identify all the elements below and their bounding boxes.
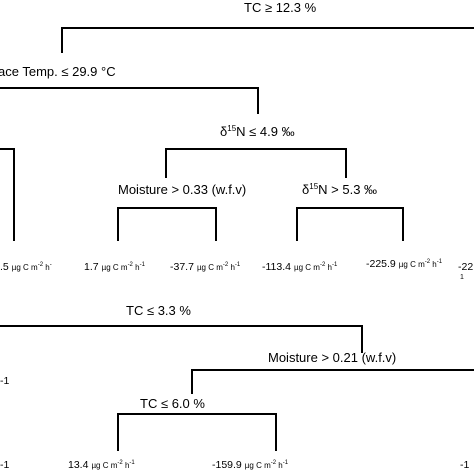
node-d15n-53: δ15N > 5.3 ‰ [302, 182, 377, 197]
node-moisture-033: Moisture > 0.33 (w.f.v) [118, 182, 246, 197]
leaf-bottom-right-cut: -1 [460, 459, 469, 471]
leaf-cut-right: -22 [458, 261, 473, 273]
node-root: TC ≥ 12.3 % [244, 0, 317, 15]
node-tc-60: TC ≤ 6.0 % [140, 396, 205, 411]
node-moisture-021: Moisture > 0.21 (w.f.v) [268, 350, 396, 365]
leaf-bottom-left-cut: -1 [0, 459, 9, 471]
leaf-cut-right-sub: 1 [460, 274, 464, 281]
leaf-bottom-cut: -1 [0, 375, 9, 387]
lower-tree: TC ≤ 3.3 % Moisture > 0.21 (w.f.v) TC ≤ … [0, 303, 474, 471]
upper-tree: TC ≥ 12.3 % ace Temp. ≤ 29.9 °C δ15N ≤ 4… [0, 0, 474, 281]
node-surface-temp: ace Temp. ≤ 29.9 °C [0, 64, 116, 79]
node-tc-33: TC ≤ 3.3 % [126, 303, 191, 318]
node-d15n-49: δ15N ≤ 4.9 ‰ [220, 124, 295, 139]
